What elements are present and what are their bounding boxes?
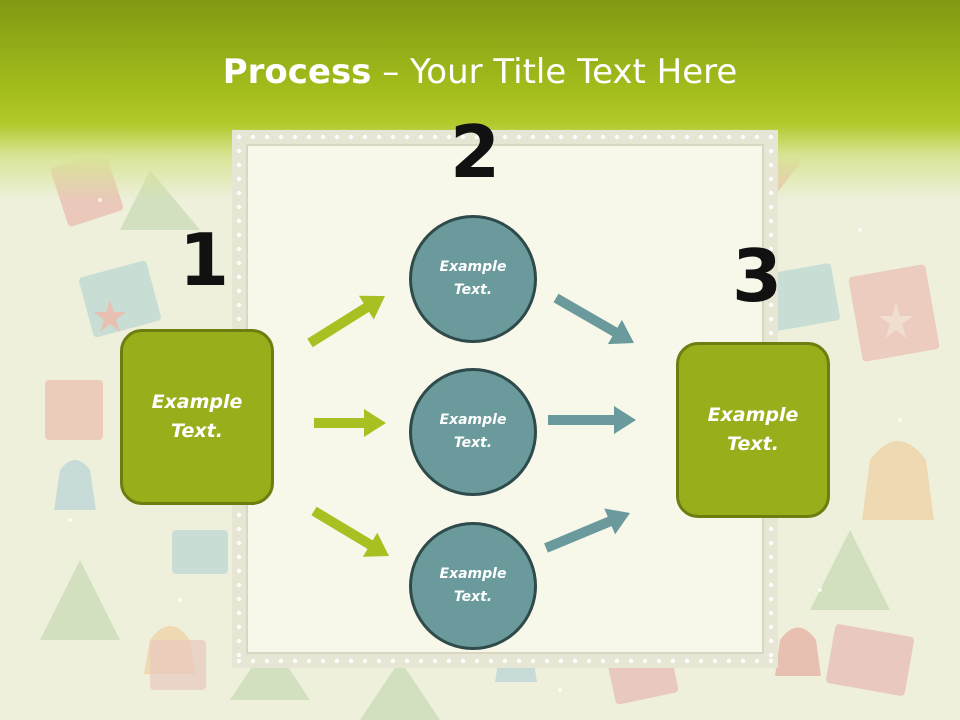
- circle-bottom-text: Example Text.: [439, 566, 507, 605]
- step-number-3: 3: [732, 234, 783, 318]
- step-2-circle-top[interactable]: Example Text.: [409, 215, 537, 343]
- step-3-box-text: Example Text.: [707, 404, 799, 455]
- arrow-middle-to-3: [548, 406, 636, 434]
- slide-title: Process – Your Title Text Here: [0, 52, 960, 92]
- step-2-circle-middle[interactable]: Example Text.: [409, 368, 537, 496]
- step-number-2: 2: [450, 110, 501, 194]
- step-2-circle-bottom[interactable]: Example Text.: [409, 522, 537, 650]
- step-1-box[interactable]: Example Text.: [120, 329, 274, 505]
- step-number-1: 1: [179, 218, 230, 302]
- step-1-box-text: Example Text.: [151, 391, 243, 442]
- arrow-1-to-middle: [314, 409, 386, 437]
- circle-top-text: Example Text.: [439, 259, 507, 298]
- arrow-bottom-to-3: [544, 508, 630, 553]
- title-rest: – Your Title Text Here: [371, 52, 738, 92]
- arrow-1-to-top: [307, 295, 385, 348]
- step-3-box[interactable]: Example Text.: [676, 342, 830, 518]
- title-bold: Process: [222, 52, 372, 92]
- circle-middle-text: Example Text.: [439, 412, 507, 451]
- arrow-top-to-3: [553, 293, 634, 345]
- arrow-1-to-bottom: [311, 506, 389, 557]
